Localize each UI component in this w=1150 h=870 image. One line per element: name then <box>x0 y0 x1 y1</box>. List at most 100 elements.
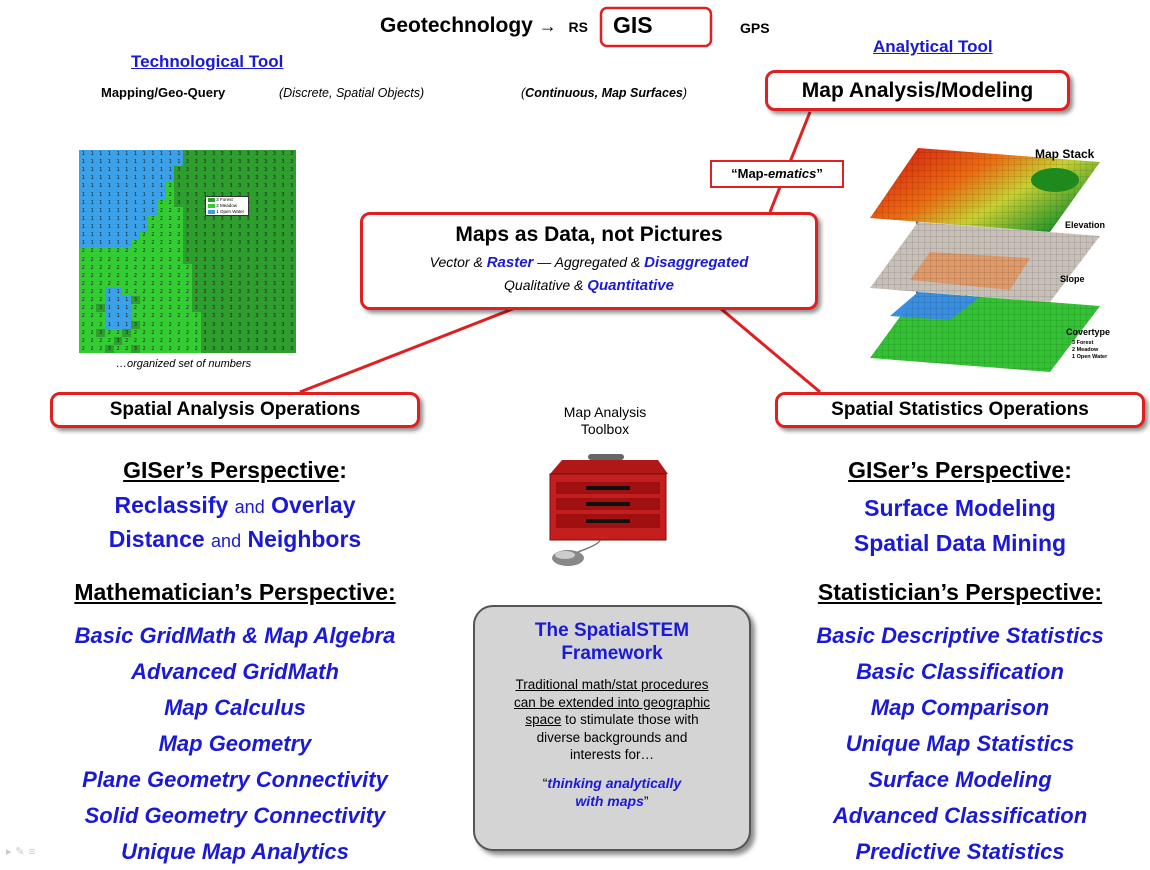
grid-cell: 3 <box>209 158 218 167</box>
grid-cell: 3 <box>226 304 236 313</box>
right-giser-colon: : <box>1064 457 1072 483</box>
grid-cell: 3 <box>261 271 270 280</box>
forest-swatch <box>208 197 215 202</box>
grid-cell: 3 <box>235 239 244 248</box>
grid-cell: 1 <box>157 174 166 183</box>
grid-cell: 3 <box>252 182 262 191</box>
grid-cell: 2 <box>122 279 132 289</box>
grid-cell: 2 <box>113 328 123 337</box>
grid-cell: 3 <box>209 312 218 321</box>
grid-cell: 3 <box>269 247 279 256</box>
grid-cell: 1 <box>122 190 132 199</box>
grid-cell: 2 <box>131 312 140 321</box>
grid-cell: 3 <box>278 328 288 337</box>
vector-text: Vector & <box>429 254 483 270</box>
grid-cell: 3 <box>226 288 236 297</box>
grid-cell: 3 <box>252 344 262 353</box>
grid-cell: 1 <box>96 190 106 199</box>
grid-cell: 3 <box>200 206 210 215</box>
grid-cell: 3 <box>217 223 227 232</box>
grid-cell: 3 <box>200 288 210 297</box>
grid-cell: 3 <box>261 336 270 345</box>
grid-cell: 2 <box>105 263 114 272</box>
math-item: Unique Map Analytics <box>121 839 349 864</box>
slideshow-controls[interactable]: ▸✎≡ <box>6 845 39 858</box>
grid-cell: 3 <box>269 344 279 353</box>
grid-cell: 2 <box>87 247 97 256</box>
grid-cell: 3 <box>269 336 279 345</box>
grid-cell: 2 <box>183 279 192 289</box>
grid-cell: 3 <box>287 336 296 345</box>
grid-cell: 2 <box>165 206 175 215</box>
framework-space-word: space <box>525 712 562 727</box>
grid-cell: 2 <box>122 344 132 353</box>
grid-cell: 1 <box>79 239 88 248</box>
grid-cell: 3 <box>252 247 262 256</box>
grid-cell: 2 <box>148 223 158 232</box>
grid-cell: 1 <box>174 150 184 159</box>
math-item: Map Calculus <box>164 695 306 720</box>
analytical-tool-link[interactable]: Analytical Tool <box>873 37 993 56</box>
grid-cell: 1 <box>96 150 106 159</box>
grid-cell: 3 <box>243 304 253 313</box>
maps-as-data-box[interactable]: Maps as Data, not Pictures Vector & Rast… <box>360 212 818 310</box>
grid-cell: 1 <box>122 198 132 207</box>
paren-open: ( <box>521 86 526 100</box>
grid-cell: 2 <box>79 247 88 256</box>
grid-cell: 1 <box>139 214 149 224</box>
meadow-swatch <box>208 203 215 208</box>
grid-cell: 3 <box>191 150 201 159</box>
grid-cell: 3 <box>226 182 236 191</box>
grid-cell: 2 <box>157 320 166 329</box>
grid-cell: 3 <box>235 344 244 353</box>
stat-item: Advanced Classification <box>832 803 1088 828</box>
grid-cell: 1 <box>105 182 114 191</box>
grid-cell: 2 <box>174 231 184 240</box>
grid-cell: 3 <box>200 247 210 256</box>
grid-cell: 1 <box>79 158 88 167</box>
maps-as-data-line3: Qualitative & Quantitative <box>363 277 815 294</box>
grid-cell: 3 <box>278 279 288 289</box>
grid-cell: 3 <box>287 271 296 280</box>
framework-title: The SpatialSTEM Framework <box>475 619 749 665</box>
grid-cell: 2 <box>87 328 97 337</box>
grid-cell: 2 <box>157 296 166 305</box>
grid-cell: 2 <box>79 296 88 305</box>
grid-cell: 2 <box>165 231 175 240</box>
grid-cell: 1 <box>87 158 97 167</box>
pen-icon[interactable]: ✎ <box>15 846 29 858</box>
grid-cell: 3 <box>191 198 201 207</box>
grid-cell: 1 <box>113 190 123 199</box>
quote-line2: with maps <box>575 792 644 809</box>
map-stack-title: Map Stack <box>1035 147 1095 161</box>
grid-cell: 2 <box>174 312 184 321</box>
technological-tool-link[interactable]: Technological Tool <box>131 52 284 71</box>
grid-cell: 3 <box>278 344 288 353</box>
grid-cell: 2 <box>183 304 192 313</box>
map-analysis-modeling-box[interactable]: Map Analysis/Modeling <box>765 70 1070 111</box>
grid-cell: 2 <box>139 288 149 297</box>
grid-cell: 2 <box>139 239 149 248</box>
grid-cell: 1 <box>131 214 140 224</box>
grid-cell: 3 <box>252 296 262 305</box>
and-text-2: and <box>211 531 242 551</box>
distance-text: Distance <box>108 526 205 552</box>
grid-cell: 3 <box>217 304 227 313</box>
grid-cell: 3 <box>287 279 296 289</box>
grid-cell: 1 <box>79 182 88 191</box>
spatial-statistics-operations-box[interactable]: Spatial Statistics Operations <box>775 392 1145 428</box>
grid-cell: 3 <box>287 214 296 224</box>
grid-cell: 2 <box>157 336 166 345</box>
menu-icon[interactable]: ≡ <box>28 846 40 858</box>
grid-cell: 3 <box>226 296 236 305</box>
grid-cell: 3 <box>278 304 288 313</box>
play-icon[interactable]: ▸ <box>6 846 16 858</box>
spatial-analysis-operations-box[interactable]: Spatial Analysis Operations <box>50 392 420 428</box>
grid-cell: 2 <box>79 255 88 264</box>
grid-cell: 3 <box>209 223 218 232</box>
grid-cell: 1 <box>131 158 140 167</box>
grid-cell: 1 <box>139 158 149 167</box>
grid-cell: 2 <box>157 231 166 240</box>
grid-cell: 3 <box>278 263 288 272</box>
grid-cell: 2 <box>148 312 158 321</box>
